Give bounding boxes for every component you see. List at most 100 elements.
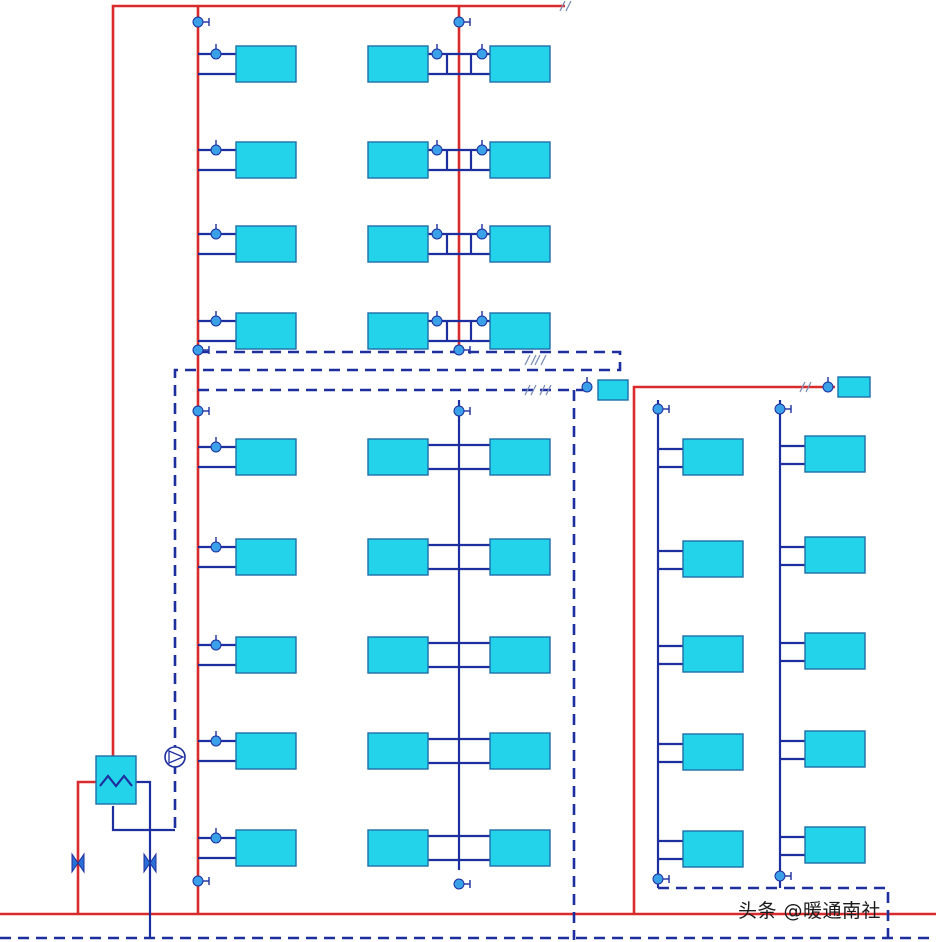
pipe-break-icon — [539, 384, 552, 396]
radiator-icon — [804, 536, 866, 574]
break-mark — [539, 384, 552, 396]
valve-icon — [822, 377, 834, 393]
valve-icon — [453, 344, 471, 356]
radiator-icon — [804, 826, 866, 864]
radiator-icon — [489, 438, 551, 476]
radiator-icon — [235, 829, 297, 867]
radiator-icon — [489, 45, 551, 83]
valve-icon — [774, 870, 792, 882]
radiator-icon — [804, 730, 866, 768]
valve-icon — [476, 44, 488, 60]
valve-icon — [210, 635, 222, 651]
valve-body — [476, 48, 488, 60]
radiator-icon — [235, 438, 297, 476]
pump-icon — [164, 746, 186, 768]
exchanger-return-branch — [135, 780, 152, 938]
valve-body — [192, 875, 204, 887]
radiator-icon — [367, 438, 429, 476]
radiator-icon — [682, 540, 744, 578]
radiator-icon — [489, 538, 551, 576]
valve-body — [476, 315, 488, 327]
pipe-break-icon — [524, 354, 537, 366]
radiator-icon — [804, 435, 866, 473]
radiator-icon — [804, 632, 866, 670]
valve-body — [431, 228, 443, 240]
expansion-tank-icon — [837, 376, 871, 398]
valve-body — [652, 403, 664, 415]
pipe-break-icon — [524, 384, 537, 396]
valve-icon — [431, 311, 443, 327]
valve-icon — [192, 344, 210, 356]
valve-icon — [774, 403, 792, 415]
valve-icon — [192, 405, 210, 417]
exchanger-body — [95, 755, 137, 805]
valve-icon — [431, 224, 443, 240]
right-zone-return — [658, 886, 890, 940]
pipe-break-icon — [534, 354, 547, 366]
expansion-tank-icon — [597, 379, 629, 401]
valve-icon — [210, 224, 222, 240]
radiator-icon — [367, 732, 429, 770]
valve-icon — [581, 377, 593, 393]
valve-icon — [210, 311, 222, 327]
main-supply-riser — [111, 4, 565, 780]
radiator-icon — [367, 312, 429, 350]
valve-icon — [476, 140, 488, 156]
radiator-icon — [489, 636, 551, 674]
watermark-text: 头条 @暖通南社 — [738, 900, 882, 922]
valve-body — [581, 381, 593, 393]
gate-valve-body — [71, 852, 85, 874]
pump-arrow — [168, 750, 185, 764]
radiator-icon — [235, 225, 297, 263]
valve-body — [476, 144, 488, 156]
valve-body — [210, 735, 222, 747]
valve-body — [431, 315, 443, 327]
valve-body — [453, 405, 465, 417]
radiator-icon — [682, 635, 744, 673]
valve-body — [476, 228, 488, 240]
valve-icon — [431, 140, 443, 156]
valve-icon — [453, 16, 471, 28]
radiator-icon — [235, 312, 297, 350]
valve-body — [453, 878, 465, 890]
valve-icon — [210, 140, 222, 156]
supply-right-zone — [632, 385, 835, 914]
radiator-icon — [367, 829, 429, 867]
radiator-icon — [489, 312, 551, 350]
valve-icon — [476, 311, 488, 327]
valve-body — [192, 405, 204, 417]
gate-valve-body — [143, 852, 157, 874]
valve-body — [774, 403, 786, 415]
radiator-layer — [235, 45, 866, 868]
valve-icon — [210, 537, 222, 553]
valve-body — [210, 639, 222, 651]
valve-body — [210, 48, 222, 60]
valve-body — [774, 870, 786, 882]
radiator-icon — [367, 45, 429, 83]
valve-body — [192, 16, 204, 28]
valve-body — [192, 344, 204, 356]
valve-icon — [453, 878, 471, 890]
gate-valve-icon — [143, 852, 157, 874]
radiator-icon — [489, 225, 551, 263]
gate-valve-icon — [71, 852, 85, 874]
pipe-break-icon — [559, 0, 572, 12]
valve-body — [210, 441, 222, 453]
valve-body — [431, 144, 443, 156]
valve-icon — [210, 828, 222, 844]
radiator-icon — [235, 45, 297, 83]
radiator-icon — [682, 830, 744, 868]
break-mark — [799, 381, 812, 393]
pipe-break-icon — [799, 381, 812, 393]
upper-zone-return — [173, 350, 622, 830]
radiator-icon — [489, 829, 551, 867]
exchanger-supply-branch — [76, 780, 98, 914]
valve-body — [210, 144, 222, 156]
radiator-icon — [367, 636, 429, 674]
valve-icon — [210, 731, 222, 747]
valve-icon — [652, 403, 670, 415]
break-mark — [524, 384, 537, 396]
radiator-icon — [235, 732, 297, 770]
valve-body — [210, 541, 222, 553]
